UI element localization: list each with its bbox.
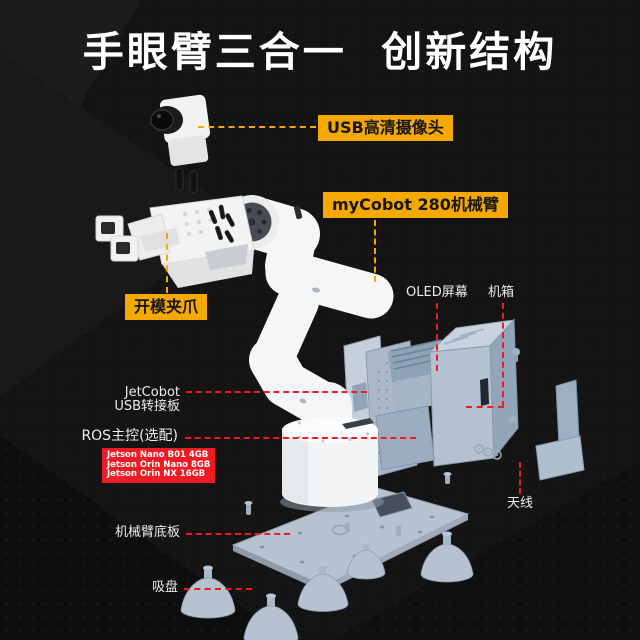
label-usb-adapter-line2: USB转接板 (114, 399, 180, 414)
callout-line-baseplate (186, 533, 290, 535)
camera-graphic (150, 94, 211, 194)
callout-line-gripper (166, 233, 168, 293)
label-oled-screen: OLED屏幕 (406, 285, 468, 300)
suction-cups-graphic (180, 472, 474, 640)
callout-line-camera (198, 126, 316, 128)
callout-line-oled (436, 303, 438, 371)
callout-line-antenna (519, 462, 521, 494)
label-usb-adapter-line1: JetCobot (124, 385, 180, 400)
label-mycobot-arm: myCobot 280机械臂 (323, 192, 508, 218)
robot-arm-graphic (225, 195, 394, 507)
jetson-option-2: Jetson Orin Nano 8GB (107, 459, 211, 470)
label-ros-controller: ROS主控(选配) (81, 428, 178, 444)
label-jetson-options: Jetson Nano B01 4GB Jetson Orin Nano 8GB… (102, 448, 216, 483)
page-title: 手眼臂三合一 创新结构 (82, 28, 558, 76)
label-usb-camera: USB高清摄像头 (318, 115, 453, 141)
label-usb-adapter: JetCobot USB转接板 (114, 386, 180, 414)
callout-line-suction (184, 588, 252, 590)
callout-line-usb-adapter (186, 391, 367, 393)
screws-graphic (208, 204, 235, 243)
antenna-graphic (535, 379, 585, 481)
jetson-option-3: Jetson Orin NX 16GB (107, 469, 206, 480)
label-gripper: 开模夹爪 (125, 294, 208, 320)
label-suction-cup: 吸盘 (151, 580, 178, 595)
callout-line-ros (185, 437, 416, 439)
label-antenna: 天线 (507, 496, 534, 511)
label-baseplate: 机械臂底板 (114, 525, 180, 540)
label-case: 机箱 (488, 285, 515, 300)
jetson-option-1: Jetson Nano B01 4GB (107, 450, 209, 460)
gripper-graphic (95, 195, 255, 288)
callout-line-arm (374, 220, 376, 282)
callout-line-case-horizontal (466, 406, 504, 408)
callout-line-case-vertical (502, 303, 504, 407)
